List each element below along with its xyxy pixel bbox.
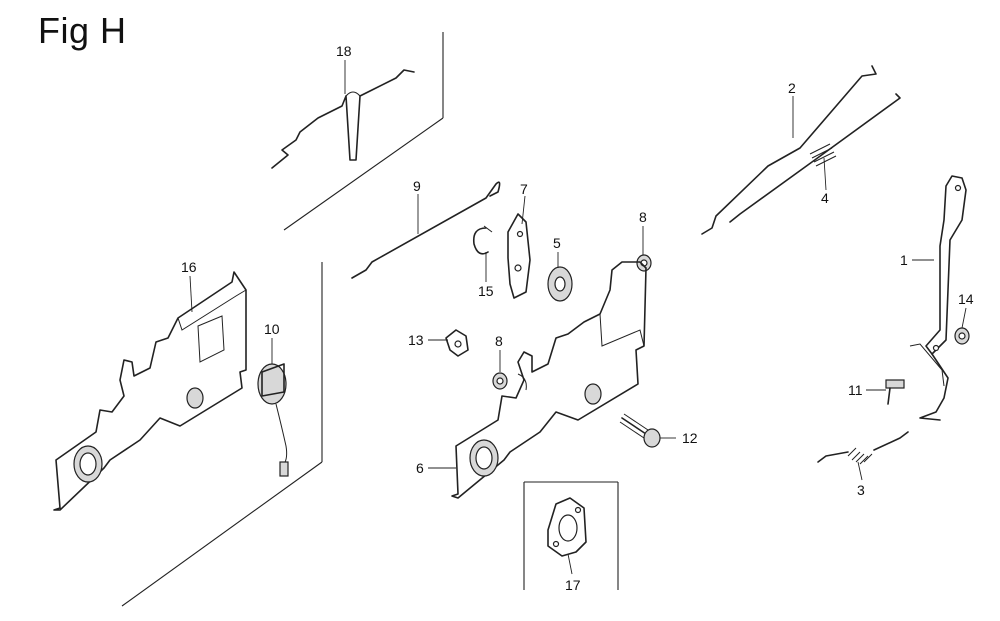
part-1-lever — [909, 175, 967, 421]
part-3-spring — [817, 431, 909, 465]
part-6-bracket — [451, 261, 647, 499]
callout-8-lower: 8 — [495, 333, 503, 349]
leader-lines — [189, 60, 967, 575]
callout-9: 9 — [413, 178, 421, 194]
callout-2: 2 — [788, 80, 796, 96]
part-14-clip — [445, 329, 469, 357]
figure-title: Fig H — [38, 10, 127, 51]
callout-3: 3 — [857, 482, 865, 498]
part-10-rod — [271, 69, 415, 169]
part-5-washer — [547, 266, 573, 302]
part-8-nut-upper — [636, 254, 652, 272]
callout-13: 12 — [682, 430, 698, 446]
callout-5: 5 — [553, 235, 561, 251]
part-2-rod — [701, 65, 877, 235]
part-18-gasket — [547, 497, 587, 557]
part-7-plate — [507, 213, 531, 299]
part-8-nut-lower — [492, 372, 508, 390]
callout-1: 1 — [900, 252, 908, 268]
callout-labels: 18 9 15 7 5 8 2 4 1 14 11 3 12 6 13 8 16… — [181, 43, 974, 593]
part-13-bolt — [619, 413, 661, 448]
callout-7: 7 — [520, 181, 528, 197]
part-16-clip — [472, 225, 493, 255]
separator-lines — [121, 32, 619, 607]
part-9-rod — [351, 181, 501, 279]
part-17-bracket — [53, 271, 247, 511]
callout-18: 17 — [565, 577, 581, 593]
callout-15: 14 — [958, 291, 974, 307]
callout-16: 15 — [478, 283, 494, 299]
callout-11: 10 — [264, 321, 280, 337]
callout-17: 16 — [181, 259, 197, 275]
part-11-switch — [257, 363, 289, 477]
part-12-bolt — [885, 379, 905, 405]
callout-8-upper: 8 — [639, 209, 647, 225]
callout-4: 4 — [821, 190, 829, 206]
part-4-spring-rod — [729, 93, 901, 223]
callout-10: 18 — [336, 43, 352, 59]
callout-14: 13 — [408, 332, 424, 348]
part-15-nut — [954, 327, 970, 345]
callout-12: 11 — [848, 382, 863, 398]
callout-6: 6 — [416, 460, 424, 476]
